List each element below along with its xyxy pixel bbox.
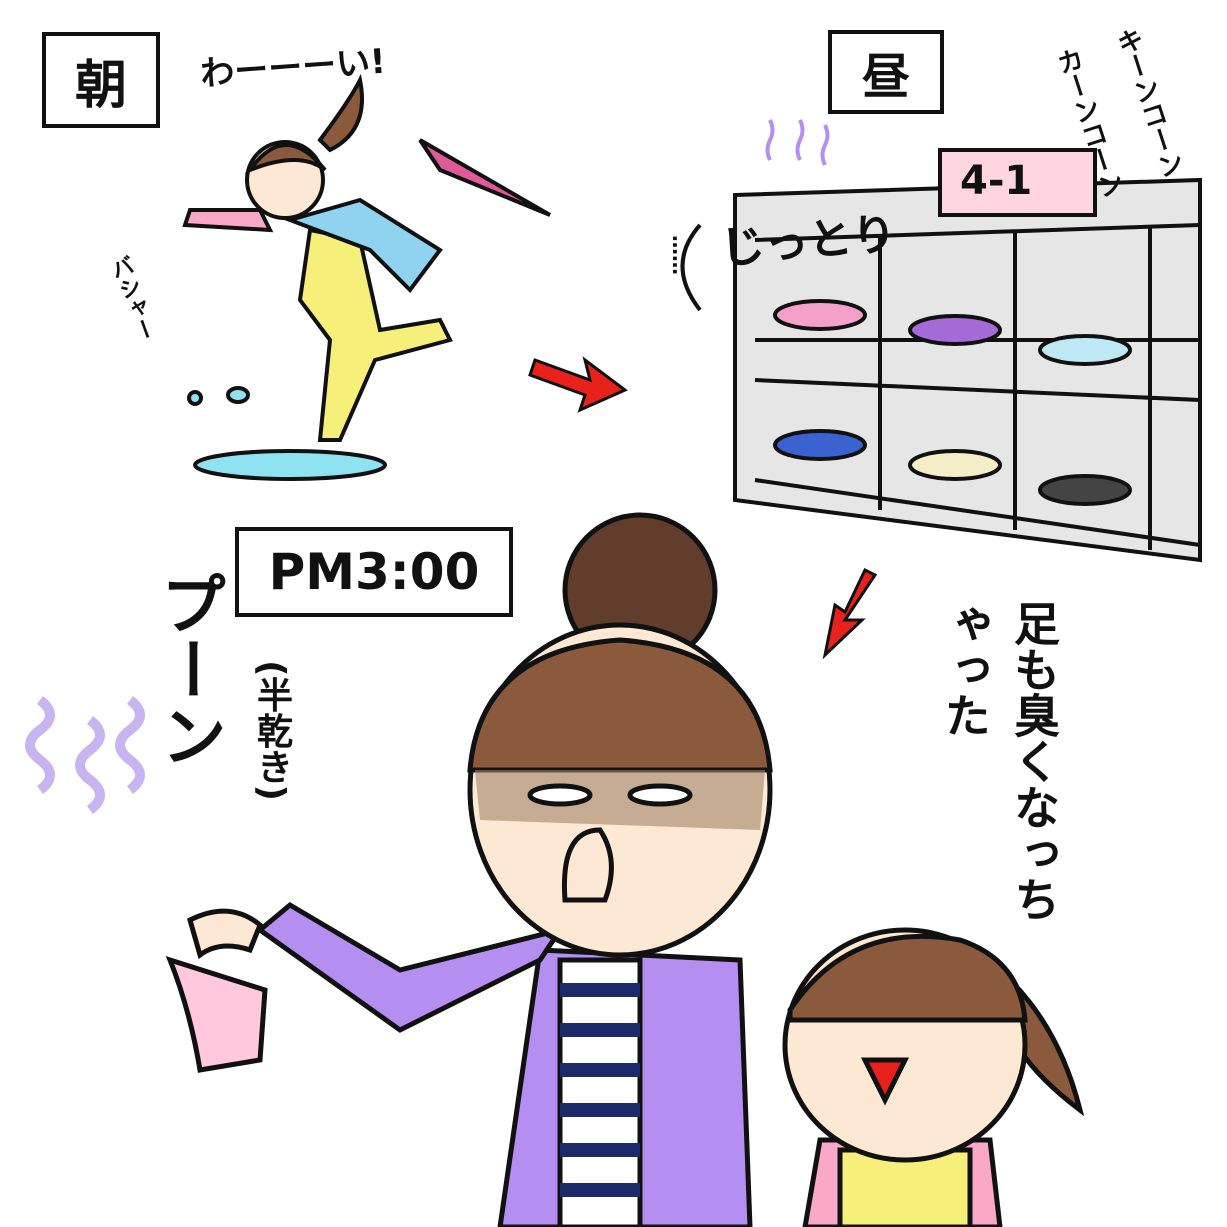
daughter [782, 927, 1085, 1227]
mother [25, 512, 773, 1227]
class-sign: 4-1 [960, 158, 1033, 204]
puddle [193, 449, 387, 481]
child-line: 足も臭くなっちゃった [938, 600, 1061, 922]
speech-dots: …… [668, 235, 692, 275]
noon-label: 昼 [828, 30, 944, 114]
smell-sfx: プーン [150, 570, 227, 768]
time-sign: PM3:00 [235, 527, 513, 617]
arrow-down-left-icon [822, 567, 878, 660]
half-dry-note: (半乾き) [251, 660, 292, 801]
running-girl [182, 73, 551, 481]
morning-label: 朝 [42, 32, 160, 128]
arrow-right-icon [528, 356, 628, 413]
shoe-rack [680, 119, 1202, 563]
